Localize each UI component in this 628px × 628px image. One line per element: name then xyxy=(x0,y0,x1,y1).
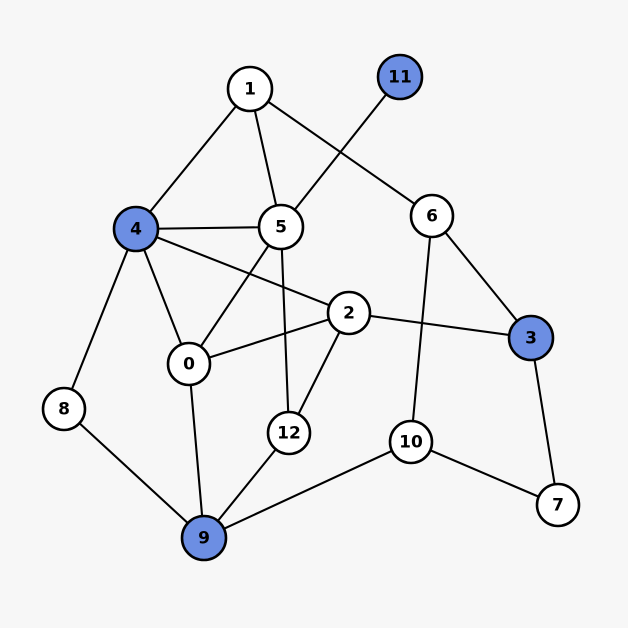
graph-node-0[interactable]: 0 xyxy=(166,341,212,387)
graph-node-circle-4[interactable] xyxy=(112,205,160,253)
graph-edge-5-0 xyxy=(187,225,283,366)
graph-node-2[interactable]: 2 xyxy=(326,290,372,336)
graph-node-label-2: 2 xyxy=(343,304,355,324)
graph-node-8[interactable]: 8 xyxy=(41,386,87,432)
graph-node-label-12: 12 xyxy=(277,424,301,444)
graph-node-circle-5[interactable] xyxy=(257,203,305,251)
graph-node-10[interactable]: 10 xyxy=(388,419,434,465)
graph-node-label-9: 9 xyxy=(198,529,210,549)
graph-edge-10-7 xyxy=(409,440,560,507)
graph-edge-5-11 xyxy=(279,75,402,229)
graph-node-3[interactable]: 3 xyxy=(507,314,555,362)
graph-node-circle-2[interactable] xyxy=(326,290,372,336)
graph-node-label-3: 3 xyxy=(525,329,537,349)
graph-node-circle-1[interactable] xyxy=(226,65,274,113)
graph-edge-4-8 xyxy=(62,227,138,411)
graph-edge-0-2 xyxy=(187,311,351,366)
graph-edge-1-5 xyxy=(248,87,283,229)
graph-node-label-5: 5 xyxy=(275,218,287,238)
graph-node-label-8: 8 xyxy=(58,400,70,420)
graph-edge-2-3 xyxy=(347,311,533,340)
graph-edge-6-10 xyxy=(409,214,434,444)
graph-edge-2-12 xyxy=(287,311,351,435)
graph-edge-4-5 xyxy=(134,225,283,231)
graph-node-5[interactable]: 5 xyxy=(257,203,305,251)
graph-node-circle-10[interactable] xyxy=(388,419,434,465)
graph-edge-4-2 xyxy=(134,227,351,315)
graph-node-label-10: 10 xyxy=(399,433,423,453)
graph-node-label-11: 11 xyxy=(388,68,412,88)
graph-node-12[interactable]: 12 xyxy=(266,410,312,456)
graph-node-label-6: 6 xyxy=(426,207,438,227)
graph-node-1[interactable]: 1 xyxy=(226,65,274,113)
graph-node-9[interactable]: 9 xyxy=(180,514,228,562)
graph-node-6[interactable]: 6 xyxy=(409,193,455,239)
graph-edge-5-12 xyxy=(279,225,291,435)
graph-node-circle-0[interactable] xyxy=(166,341,212,387)
graph-node-circle-3[interactable] xyxy=(507,314,555,362)
graph-node-label-1: 1 xyxy=(244,80,256,100)
graph-node-circle-6[interactable] xyxy=(409,193,455,239)
graph-node-7[interactable]: 7 xyxy=(535,482,581,528)
graph-node-label-4: 4 xyxy=(130,220,142,240)
graph-node-circle-12[interactable] xyxy=(266,410,312,456)
graph-edge-0-9 xyxy=(187,362,206,540)
graph-node-11[interactable]: 11 xyxy=(376,53,424,101)
graph-edge-8-9 xyxy=(62,407,206,540)
graph-edge-4-0 xyxy=(134,227,191,366)
graph-node-label-0: 0 xyxy=(183,355,195,375)
graph-edge-9-10 xyxy=(202,440,413,540)
graph-node-circle-8[interactable] xyxy=(41,386,87,432)
graph-node-label-7: 7 xyxy=(552,496,564,516)
edge-layer xyxy=(62,75,560,540)
graph-node-circle-9[interactable] xyxy=(180,514,228,562)
graph-edge-1-4 xyxy=(134,87,252,231)
graph-edge-3-7 xyxy=(529,336,560,507)
graph-edge-6-3 xyxy=(430,214,533,340)
graph-node-circle-7[interactable] xyxy=(535,482,581,528)
graph-node-circle-11[interactable] xyxy=(376,53,424,101)
graph-node-4[interactable]: 4 xyxy=(112,205,160,253)
